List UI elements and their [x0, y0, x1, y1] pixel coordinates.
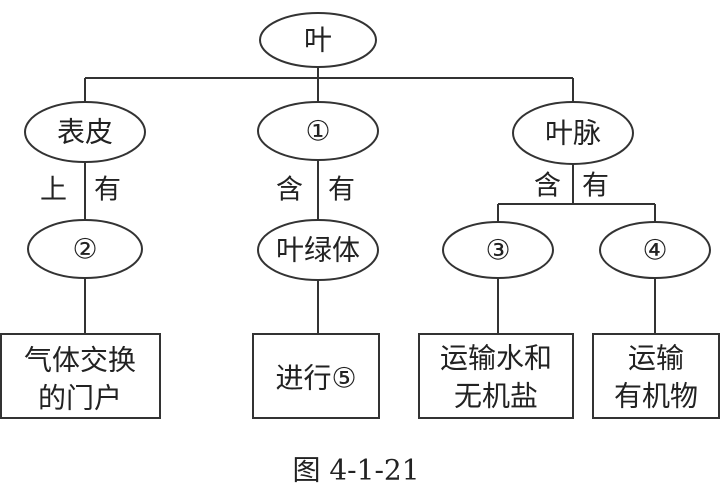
box-line-2: 有机物 — [614, 380, 698, 413]
vein-ellipse — [512, 101, 634, 165]
function-box-stomata: 气体交换 的门户 — [0, 333, 161, 419]
relation-left: 含 — [534, 171, 561, 202]
relation-left: 含 — [276, 175, 303, 206]
branch-epidermis: 表皮 上 有 — [24, 101, 146, 206]
relation-right: 有 — [582, 171, 609, 202]
epidermis-label: 表皮 — [57, 116, 113, 149]
root-node: 叶 — [259, 12, 377, 68]
mesophyll-label: ① — [305, 115, 330, 148]
branch-mesophyll: ① 含 有 — [257, 101, 379, 206]
function-box-phloem: 运输 有机物 — [592, 333, 720, 419]
relation-left: 上 — [40, 175, 67, 206]
branch-vein: 叶脉 含 有 — [512, 101, 634, 202]
xylem-ellipse — [442, 221, 554, 279]
box-line-1: 气体交换 — [24, 344, 136, 377]
box-rect — [0, 333, 161, 419]
chloroplast-label: 叶绿体 — [276, 234, 360, 267]
figure-caption: 图 4-1-21 — [292, 454, 419, 487]
child-xylem: ③ — [442, 221, 554, 279]
stomata-label: ② — [72, 233, 97, 266]
epidermis-ellipse — [24, 101, 146, 163]
phloem-ellipse — [599, 221, 711, 279]
box-rect — [252, 333, 380, 419]
box-line-1: 进行⑤ — [275, 362, 356, 395]
relation-right: 有 — [94, 175, 121, 206]
box-line-2: 的门户 — [38, 382, 122, 415]
stomata-ellipse — [27, 219, 143, 279]
chloroplast-ellipse — [257, 219, 379, 281]
function-box-chloroplast: 进行⑤ — [252, 333, 380, 419]
child-phloem: ④ — [599, 221, 711, 279]
root-label: 叶 — [304, 24, 332, 57]
relation-right: 有 — [328, 175, 355, 206]
phloem-label: ④ — [642, 234, 667, 267]
vein-label: 叶脉 — [545, 117, 601, 150]
connectors — [84, 67, 656, 334]
box-line-1: 运输水和 — [440, 342, 552, 375]
xylem-label: ③ — [485, 234, 510, 267]
box-line-1: 运输 — [628, 342, 684, 375]
root-ellipse — [259, 12, 377, 68]
child-chloroplast: 叶绿体 — [257, 219, 379, 281]
function-box-xylem: 运输水和 无机盐 — [418, 333, 574, 419]
box-rect — [418, 333, 574, 419]
mesophyll-ellipse — [257, 101, 379, 161]
box-rect — [592, 333, 720, 419]
box-line-2: 无机盐 — [454, 380, 538, 413]
child-stomata: ② — [27, 219, 143, 279]
